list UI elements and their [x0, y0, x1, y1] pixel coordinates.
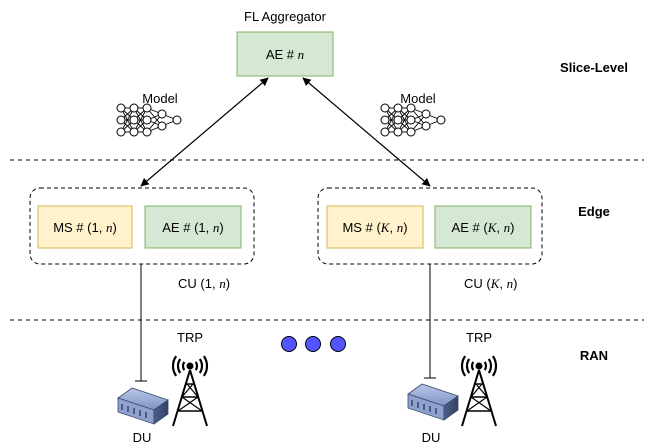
arrow-aggregator-cu-right	[302, 77, 431, 187]
model-icon-right	[380, 103, 446, 137]
trp-label-left: TRP	[177, 330, 203, 345]
ellipsis-dot-1	[281, 336, 297, 352]
cu-left-container	[29, 187, 255, 265]
model-icon-left	[116, 103, 182, 137]
du-server-icon-left	[117, 387, 169, 425]
ellipsis-dot-3	[330, 336, 346, 352]
level-label-slice: Slice-Level	[560, 60, 628, 75]
du-label-left: DU	[133, 430, 152, 445]
ae-right-box	[434, 205, 532, 249]
ms-left-box	[37, 205, 133, 249]
aggregator-caption: FL Aggregator	[244, 9, 327, 24]
ms-right-box	[326, 205, 424, 249]
level-label-edge: Edge	[578, 204, 610, 219]
trp-label-right: TRP	[466, 330, 492, 345]
trp-tower-icon-left	[171, 355, 209, 427]
arrow-aggregator-cu-left	[140, 77, 269, 187]
du-server-icon-right	[407, 383, 459, 421]
ae-left-box	[144, 205, 242, 249]
level-label-ran: RAN	[580, 348, 608, 363]
aggregator-ae-box	[236, 31, 334, 77]
ae-right-label: AE # (K, n)	[452, 220, 515, 235]
ms-left-label: MS # (1, n)	[53, 220, 117, 235]
cu-right-label: CU (K, n)	[464, 276, 517, 291]
model-label-right: Model	[400, 91, 436, 106]
trp-tower-icon-right	[460, 355, 498, 427]
cu-left-label: CU (1, n)	[178, 276, 230, 291]
model-label-left: Model	[142, 91, 178, 106]
aggregator-ae-label: AE # n	[266, 47, 304, 62]
du-label-right: DU	[422, 430, 441, 445]
ae-left-label: AE # (1, n)	[162, 220, 223, 235]
ellipsis-dot-2	[305, 336, 321, 352]
ms-right-label: MS # (K, n)	[342, 220, 407, 235]
